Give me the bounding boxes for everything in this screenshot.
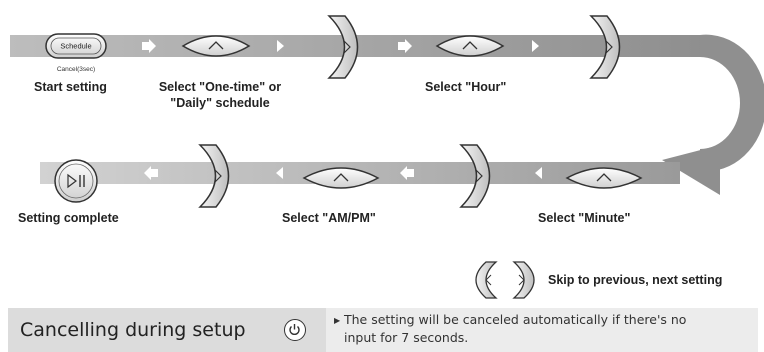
select-minute-label: Select "Minute" <box>538 211 631 225</box>
skip-setting-label: Skip to previous, next setting <box>548 273 723 287</box>
setting-complete-label: Setting complete <box>18 211 119 225</box>
start-setting-label: Start setting <box>34 80 107 94</box>
up-arrow-button-icon <box>435 35 505 57</box>
select-schedule-label-line1: Select "One-time" or <box>158 80 282 94</box>
right-triangle-icon <box>277 40 284 52</box>
cancel-description-line2: input for 7 seconds. <box>344 330 469 345</box>
cancel-info-bar: Cancelling during setup ▶ The setting wi… <box>8 308 758 352</box>
play-pause-button-icon <box>54 159 98 203</box>
left-triangle-icon <box>535 167 542 179</box>
cancel-3sec-text: Cancel(3sec) <box>56 66 96 73</box>
left-triangle-icon <box>276 167 283 179</box>
up-arrow-button-icon <box>302 167 380 189</box>
select-hour-label: Select "Hour" <box>425 80 507 94</box>
right-arc-button-icon <box>198 144 230 208</box>
right-arrow-icon <box>398 39 412 53</box>
right-arc-button-icon <box>327 15 359 79</box>
right-arc-button-icon <box>459 144 491 208</box>
top-band <box>10 35 710 57</box>
cancel-title-panel: Cancelling during setup <box>8 308 326 352</box>
u-turn-arrowhead <box>662 145 720 195</box>
bottom-band-arrows <box>144 166 542 180</box>
schedule-button-text: Schedule <box>60 41 92 51</box>
cancel-description-panel: ▶ The setting will be canceled automatic… <box>326 308 758 352</box>
right-arc-button-icon <box>589 15 621 79</box>
right-arrow-icon <box>142 39 156 53</box>
right-triangle-icon <box>532 40 539 52</box>
select-ampm-label: Select "AM/PM" <box>282 211 376 225</box>
top-band-arrows <box>142 39 539 53</box>
up-arrow-button-icon <box>565 167 643 189</box>
power-icon <box>284 319 306 341</box>
left-arrow-icon <box>144 166 158 180</box>
schedule-button-icon <box>45 33 107 59</box>
left-right-arc-icons <box>475 261 535 299</box>
cancel-title: Cancelling during setup <box>20 319 246 341</box>
bullet-triangle-icon: ▶ <box>334 316 341 325</box>
up-arrow-button-icon <box>181 35 251 57</box>
select-schedule-label-line2: "Daily" schedule <box>170 96 270 110</box>
left-arrow-icon <box>400 166 414 180</box>
u-turn-band <box>700 34 764 171</box>
cancel-description-line1: The setting will be canceled automatical… <box>344 312 687 327</box>
